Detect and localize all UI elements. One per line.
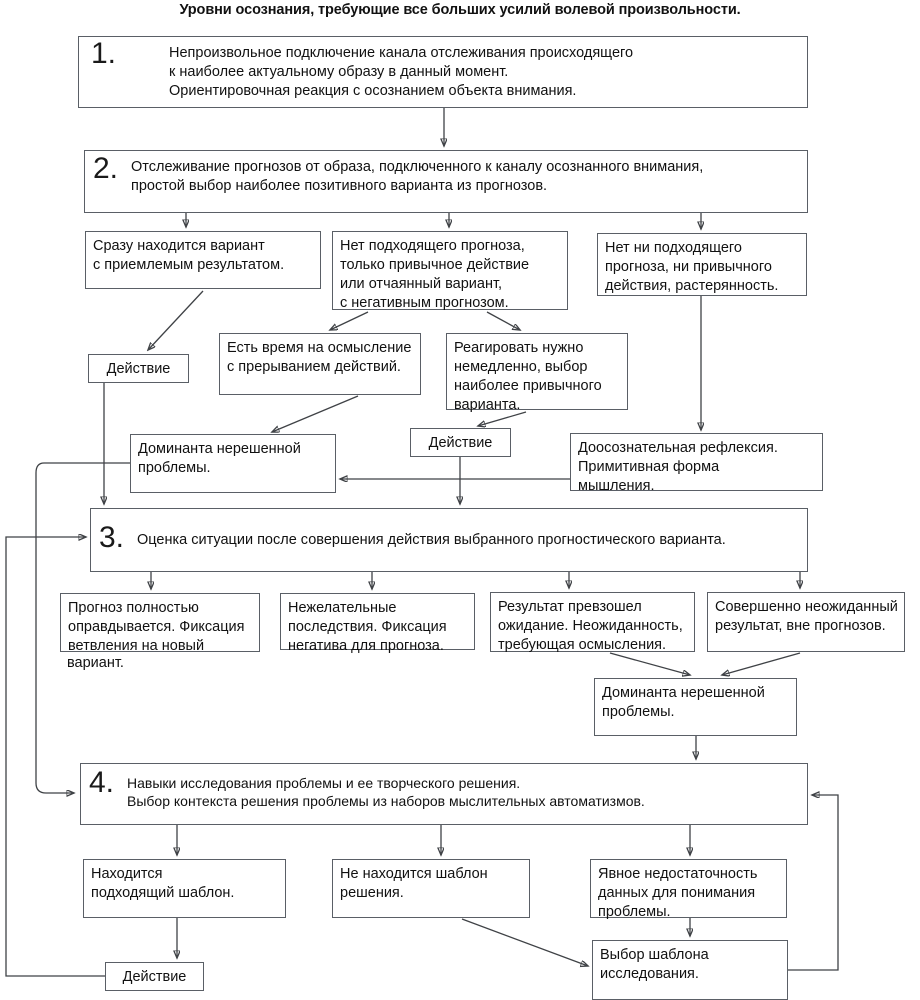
- level-1-box[interactable]: 1. Непроизвольное подключение канала отс…: [78, 36, 808, 108]
- level-2-number: 2.: [93, 152, 119, 185]
- node-undesirable-consequences[interactable]: Нежелательные последствия. Фиксация нега…: [280, 593, 475, 654]
- node-template-found[interactable]: Находится подходящий шаблон.: [83, 859, 286, 918]
- node-forecast-confirmed[interactable]: Прогноз полностью оправдывается. Фиксаци…: [60, 593, 260, 654]
- node-undesirable-consequences-label: Нежелательные последствия. Фиксация нега…: [288, 600, 447, 654]
- node-preconscious-reflection-label: Доосознательная рефлексия. Примитивная ф…: [578, 440, 778, 494]
- node-dominant-problem-2-label: Доминанта нерешенной проблемы.: [602, 685, 765, 720]
- node-action-2-label: Действие: [428, 435, 493, 451]
- node-dominant-problem-1-label: Доминанта нерешенной проблемы.: [138, 441, 301, 476]
- node-unexpected-result[interactable]: Совершенно неожиданный результат, вне пр…: [707, 592, 905, 652]
- node-react-immediately-label: Реагировать нужно немедленно, выбор наиб…: [454, 340, 602, 413]
- node-action-3[interactable]: Действие: [105, 962, 204, 991]
- node-insufficient-data[interactable]: Явное недостаточность данных для пониман…: [590, 859, 787, 920]
- node-action-1-label: Действие: [106, 361, 171, 377]
- level-1-number: 1.: [91, 37, 117, 70]
- level-2-box[interactable]: 2. Отслеживание прогнозов от образа, под…: [84, 150, 808, 213]
- node-preconscious-reflection[interactable]: Доосознательная рефлексия. Примитивная ф…: [570, 433, 823, 494]
- node-insufficient-data-label: Явное недостаточность данных для пониман…: [598, 866, 758, 920]
- node-forecast-confirmed-overflow: вариант.: [67, 655, 124, 671]
- node-result-exceeded-label: Результат превзошел ожидание. Неожиданно…: [498, 599, 683, 653]
- node-unexpected-result-label: Совершенно неожиданный результат, вне пр…: [715, 599, 898, 634]
- node-time-to-reflect-label: Есть время на осмысление с прерыванием д…: [227, 340, 412, 375]
- level-3-box[interactable]: 3. Оценка ситуации после совершения дейс…: [90, 508, 808, 572]
- node-no-forecast-no-habit[interactable]: Нет ни подходящего прогноза, ни привычно…: [597, 233, 807, 296]
- node-action-3-label: Действие: [122, 969, 187, 985]
- node-action-2[interactable]: Действие: [410, 428, 511, 457]
- node-research-template-choice[interactable]: Выбор шаблона исследования.: [592, 940, 788, 1000]
- level-1-text: Непроизвольное подключение канала отслеж…: [169, 45, 634, 100]
- node-template-not-found-label: Не находится шаблон решения.: [340, 866, 488, 901]
- node-dominant-problem-2[interactable]: Доминанта нерешенной проблемы.: [594, 678, 797, 736]
- node-time-to-reflect[interactable]: Есть время на осмысление с прерыванием д…: [219, 333, 421, 395]
- node-template-found-label: Находится подходящий шаблон.: [91, 866, 235, 901]
- level-4-box[interactable]: 4. Навыки исследования проблемы и ее тво…: [80, 763, 808, 825]
- node-research-template-choice-label: Выбор шаблона исследования.: [600, 947, 709, 982]
- level-4-text: Навыки исследования проблемы и ее творче…: [127, 775, 645, 810]
- node-action-1[interactable]: Действие: [88, 354, 189, 383]
- node-no-suitable-forecast[interactable]: Нет подходящего прогноза, только привычн…: [332, 231, 568, 311]
- node-immediate-variant-label: Сразу находится вариант с приемлемым рез…: [93, 238, 285, 273]
- node-forecast-confirmed-label: Прогноз полностью оправдывается. Фиксаци…: [68, 600, 245, 654]
- node-immediate-variant[interactable]: Сразу находится вариант с приемлемым рез…: [85, 231, 321, 289]
- node-no-suitable-forecast-label: Нет подходящего прогноза, только привычн…: [340, 238, 530, 311]
- node-react-immediately[interactable]: Реагировать нужно немедленно, выбор наиб…: [446, 333, 628, 413]
- level-4-number: 4.: [89, 766, 115, 799]
- level-2-text: Отслеживание прогнозов от образа, подклю…: [131, 159, 704, 195]
- page-title: Уровни осознания, требующие все больших …: [179, 2, 741, 18]
- node-result-exceeded[interactable]: Результат превзошел ожидание. Неожиданно…: [490, 592, 695, 653]
- level-3-number: 3.: [99, 521, 125, 554]
- node-template-not-found[interactable]: Не находится шаблон решения.: [332, 859, 530, 918]
- node-no-forecast-no-habit-label: Нет ни подходящего прогноза, ни привычно…: [605, 240, 779, 294]
- level-3-text: Оценка ситуации после совершения действи…: [137, 532, 726, 548]
- node-dominant-problem-1[interactable]: Доминанта нерешенной проблемы.: [130, 434, 336, 493]
